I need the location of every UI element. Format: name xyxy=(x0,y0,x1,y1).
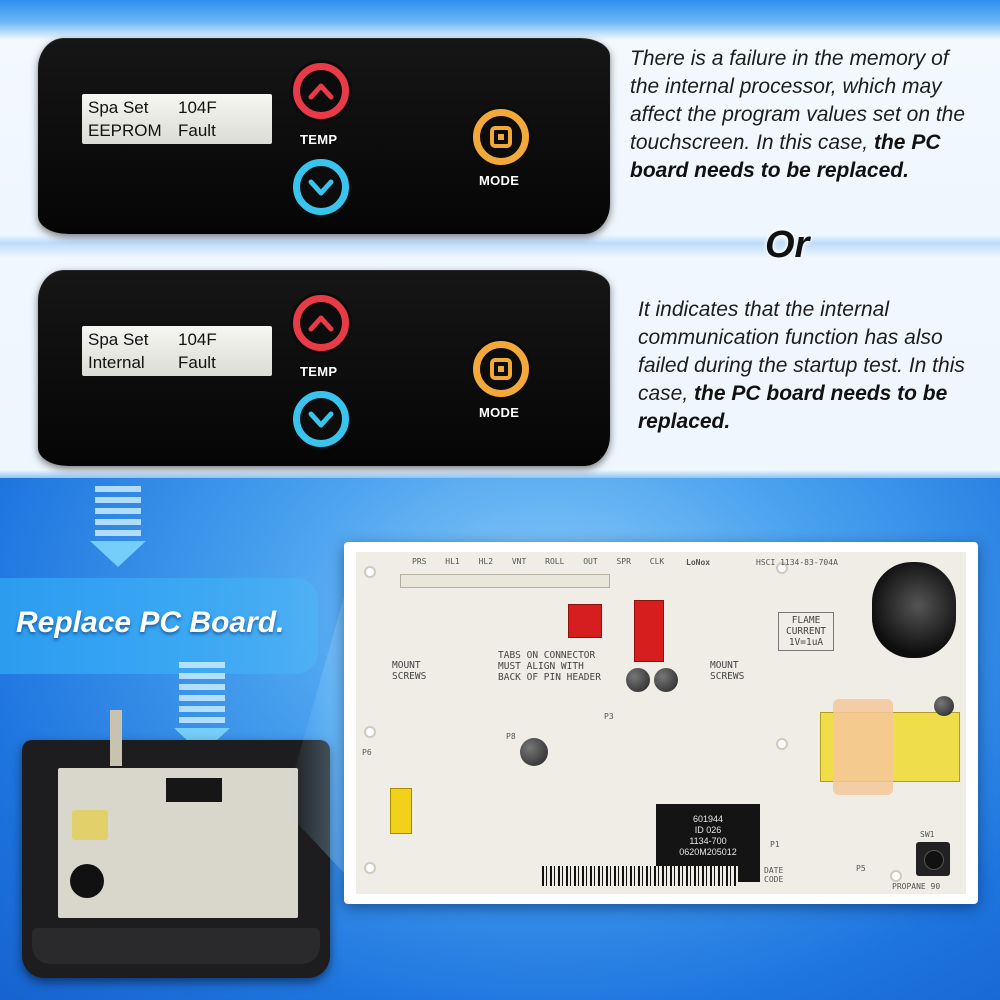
unit-base xyxy=(32,928,320,964)
lcd-line1-value: 104F xyxy=(178,330,217,349)
p5-label: P5 xyxy=(856,864,866,873)
board-igniter xyxy=(70,864,104,898)
mode-button[interactable] xyxy=(470,338,532,400)
installed-pc-board xyxy=(58,768,298,918)
temp-up-button[interactable] xyxy=(290,292,352,354)
part-code: HSCI 1134-83-704A xyxy=(756,558,838,567)
mount-screws-right: MOUNT SCREWS xyxy=(710,660,745,682)
lonox-label: LoNox xyxy=(686,558,711,567)
pc-board-closeup: PRS HL1 HL2 VNT ROLL OUT SPR CLK HSCI 11… xyxy=(344,542,978,904)
p1-label: P1 xyxy=(770,840,780,849)
desc-2-text: It indicates that the internal communica… xyxy=(638,298,965,405)
chevron-up-icon xyxy=(308,83,334,100)
desc-2-emphasis: the PC board needs to be replaced. xyxy=(638,382,948,433)
desc-1-text: There is a failure in the memory of the … xyxy=(630,47,966,154)
lcd-line1-label: Spa Set xyxy=(88,98,149,117)
mount-hole xyxy=(890,870,902,882)
ribbon-cable xyxy=(110,710,122,766)
p6-label: P6 xyxy=(362,748,372,757)
propane-label: PROPANE 90 xyxy=(892,882,941,891)
temp-label: TEMP xyxy=(300,364,338,379)
internal-fault-description: It indicates that the internal communica… xyxy=(638,296,978,436)
capacitor xyxy=(626,668,650,692)
igniter-coil xyxy=(872,562,956,658)
replace-banner-text: Replace PC Board. xyxy=(16,606,285,639)
temp-label: TEMP xyxy=(300,132,338,147)
lcd-display: Spa Set 104F Internal Fault xyxy=(82,326,272,376)
mount-hole xyxy=(364,862,376,874)
mount-hole xyxy=(364,726,376,738)
down-arrow-icon xyxy=(88,486,148,567)
flame-current-label: FLAME CURRENT xyxy=(785,615,827,637)
mount-hole xyxy=(776,562,788,574)
square-icon xyxy=(490,358,512,380)
p8-label: P8 xyxy=(506,732,516,741)
eeprom-fault-description: There is a failure in the memory of the … xyxy=(630,45,970,185)
capacitor xyxy=(520,738,548,766)
desc-1-emphasis: the PC board needs to be replaced. xyxy=(630,131,941,182)
temp-down-button[interactable] xyxy=(290,156,352,218)
lcd-line1-label: Spa Set xyxy=(88,330,149,349)
chip-line-1: 601944 xyxy=(692,814,724,824)
chip-line-2: ID 026 xyxy=(694,825,722,835)
capacitor xyxy=(934,696,954,716)
tabs-note: TABS ON CONNECTOR MUST ALIGN WITH BACK O… xyxy=(498,650,601,683)
temp-down-button[interactable] xyxy=(290,388,352,450)
control-panel-eeprom-fault: Spa Set 104F EEPROM Fault TEMP MODE xyxy=(38,38,610,234)
pc-board: PRS HL1 HL2 VNT ROLL OUT SPR CLK HSCI 11… xyxy=(356,552,966,894)
mount-hole xyxy=(364,566,376,578)
chevron-down-icon xyxy=(308,411,334,428)
fuse xyxy=(390,788,412,834)
sw1-label: SW1 xyxy=(920,830,935,839)
or-separator: Or xyxy=(765,224,810,266)
lcd-line2-label: Internal xyxy=(88,353,145,372)
relay xyxy=(568,604,602,638)
board-chip xyxy=(166,778,222,802)
lcd-line2-value: Fault xyxy=(178,121,216,140)
processor-chip: 601944 ID 026 1134-700 0620M205012 xyxy=(656,804,760,882)
replace-banner: Replace PC Board. xyxy=(0,578,318,674)
temp-up-button[interactable] xyxy=(290,60,352,122)
chevron-up-icon xyxy=(308,315,334,332)
lcd-display: Spa Set 104F EEPROM Fault xyxy=(82,94,272,144)
spa-heater-unit-photo xyxy=(22,710,330,978)
flame-current-scale: 1V=1uA xyxy=(788,637,824,648)
board-transformer xyxy=(72,810,108,840)
pin-header xyxy=(400,574,610,588)
mode-label: MODE xyxy=(479,173,520,188)
chip-line-3: 1134-700 xyxy=(689,836,727,846)
chip-line-4: 0620M205012 xyxy=(679,847,737,857)
transformer xyxy=(820,699,960,795)
p3-label: P3 xyxy=(604,712,614,721)
mode-button[interactable] xyxy=(470,106,532,168)
mount-screws-left: MOUNT SCREWS xyxy=(392,660,427,682)
control-panel-internal-fault: Spa Set 104F Internal Fault TEMP MODE xyxy=(38,270,610,466)
relay xyxy=(634,600,664,662)
mount-hole xyxy=(776,738,788,750)
capacitor xyxy=(654,668,678,692)
date-code-label: DATE CODE xyxy=(764,866,784,884)
chevron-down-icon xyxy=(308,179,334,196)
mode-label: MODE xyxy=(479,405,520,420)
barcode xyxy=(542,866,738,886)
lcd-line2-label: EEPROM xyxy=(88,121,162,140)
lcd-line2-value: Fault xyxy=(178,353,216,372)
square-icon xyxy=(490,126,512,148)
reset-switch[interactable] xyxy=(916,842,950,876)
lcd-line1-value: 104F xyxy=(178,98,217,117)
header-labels: PRS HL1 HL2 VNT ROLL OUT SPR CLK xyxy=(412,557,665,566)
